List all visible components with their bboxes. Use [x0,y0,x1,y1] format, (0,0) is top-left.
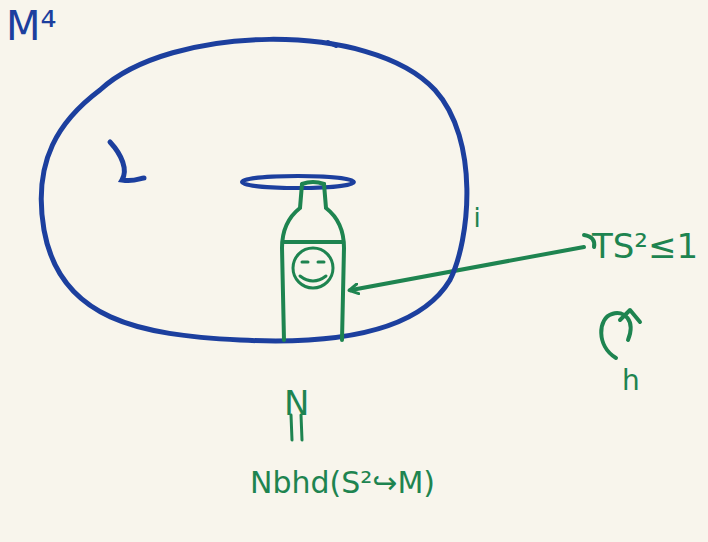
bottle-outline [282,182,344,340]
arrow-line [350,247,584,290]
inclusion-arrow [350,235,594,290]
rotation-arc [601,313,630,358]
blob-outline [41,39,467,341]
rotation-arrow [601,310,640,358]
neighborhood-definition: Nbhd(S²↪M) [250,466,435,499]
tangent-bundle-label: TS²≤1 [592,228,698,265]
blob-outline [40,30,465,342]
face-features [300,262,326,281]
surface-mark [110,142,144,181]
bottle-outline [280,180,346,342]
neighborhood-label: N [284,385,309,422]
tangent-bundle: TS²≤1 [588,224,703,270]
map-label: h [622,366,640,397]
manifold-label: M⁴ [6,4,57,48]
tick-mark [328,42,336,46]
map-label: i [473,204,480,233]
handle-opening [242,176,354,188]
rotation-head [620,310,640,322]
neighborhood-bottle: NNbhd(S²↪M) [280,180,346,342]
face-outline [293,248,333,288]
manifold-blob: M⁴NNbhd(S²↪M) [40,30,465,342]
